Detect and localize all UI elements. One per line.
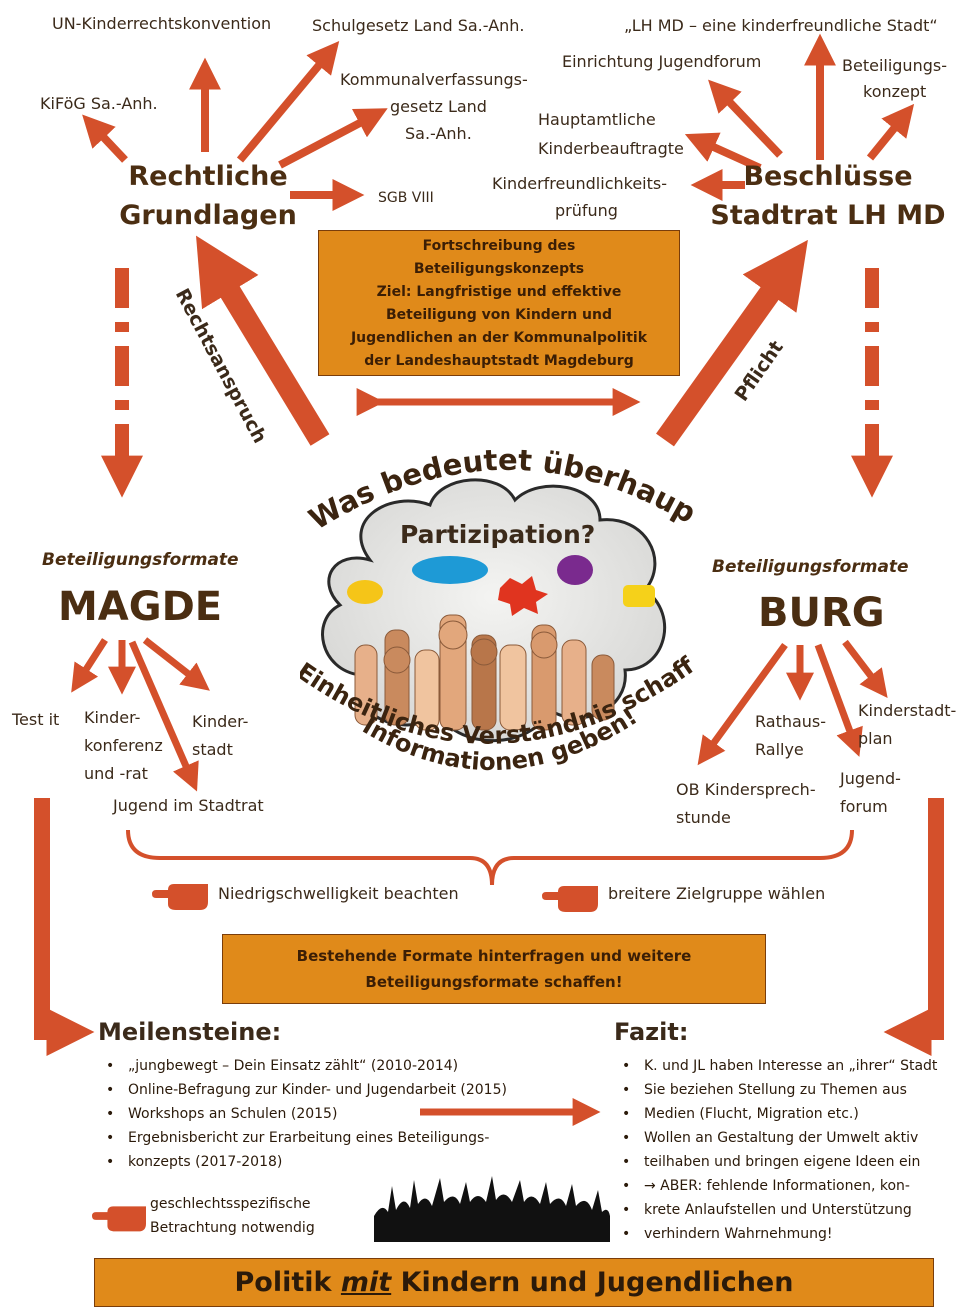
source-kommunal-line2: gesetz Land: [390, 97, 487, 116]
fazit-item-cont: teilhaben und bringen eigene Ideen ein: [614, 1150, 969, 1174]
milestone-item: Ergebnisbericht zur Erarbeitung eines Be…: [98, 1126, 568, 1150]
source-kommunal-line3: Sa.-Anh.: [405, 124, 472, 143]
fazit-item: Wollen an Gestaltung der Umwelt aktiv: [614, 1126, 969, 1150]
footer-suffix: Kindern und Jugendlichen: [400, 1267, 794, 1298]
arrow-to-stadt: [142, 637, 210, 691]
fazit-item-cont: Medien (Flucht, Migration etc.): [614, 1102, 969, 1126]
burg-plan: Kinderstadt- plan: [858, 701, 957, 748]
arrow-to-beauftragte: [684, 132, 762, 172]
fazit-item: Sie beziehen Stellung zu Themen aus: [614, 1078, 969, 1102]
arrow-to-test: [71, 638, 108, 693]
participation-cloud: Was bedeutet überhaupt ... Einheitliches…: [300, 420, 700, 776]
council-konzept-line1: Beteiligungs-: [842, 56, 947, 75]
milestones-title: Meilensteine:: [98, 1018, 282, 1046]
source-un: UN-Kinderrechtskonvention: [52, 14, 272, 33]
fazit-item: K. und JL haben Interesse an „ihrer“ Sta…: [614, 1054, 969, 1078]
note-breitere-zielgruppe: breitere Zielgruppe wählen: [608, 884, 826, 903]
magde-label: Beteiligungsformate: [42, 550, 239, 570]
arrow-pflicht: [656, 239, 808, 447]
arrow-rechtsanspruch: [196, 235, 330, 446]
council-beauftragte-line1: Hauptamtliche: [538, 110, 656, 129]
arrow-to-kifoeg: [82, 114, 128, 163]
arrow-to-konzept: [866, 103, 915, 161]
magde-stadt: Kinder- stadt: [192, 712, 249, 759]
magde-test: Test it: [12, 710, 60, 729]
concept-box: Fortschreibung des Beteiligungskonzepts …: [318, 230, 680, 376]
arrow-to-jugend: [128, 640, 199, 792]
arrow-to-meilensteine: [34, 798, 95, 1056]
burg-forum: Jugend- forum: [840, 769, 901, 816]
cloud-title: Partizipation?: [400, 520, 596, 549]
arrow-to-fazit: [883, 798, 944, 1056]
arrow-to-jugendforum: [708, 79, 783, 158]
fazit-title: Fazit:: [614, 1018, 689, 1046]
speech-bubbles-icon: [347, 555, 655, 616]
council-title: Beschlüsse Stadtrat LH MD: [710, 161, 946, 231]
milestones-list: „jungbewegt – Dein Einsatz zählt“ (2010-…: [98, 1054, 568, 1174]
magde-name: MAGDE: [58, 584, 223, 630]
milestone-item: Workshops an Schulen (2015): [98, 1102, 568, 1126]
council-pruefung-line2: prüfung: [555, 201, 618, 220]
footer-emphasis: mit: [340, 1267, 392, 1298]
arrow-to-kommunal: [278, 108, 388, 169]
legal-title: Rechtliche Grundlagen: [119, 161, 297, 231]
arrow-to-schulgesetz: [236, 40, 340, 163]
fazit-item-cont: krete Anlaufstellen und Unterstützung: [614, 1198, 969, 1222]
pointing-hand-icon-2: [542, 886, 598, 912]
council-pruefung-line1: Kinderfreundlichkeits-: [492, 174, 667, 193]
magde-jugend: Jugend im Stadtrat: [113, 796, 264, 815]
crowd-silhouette-icon: [374, 1176, 610, 1242]
arrow-to-ob: [697, 642, 788, 766]
pointing-hand-icon-3: [92, 1206, 146, 1232]
source-schulgesetz: Schulgesetz Land Sa.-Anh.: [312, 16, 525, 35]
council-konzept-line2: konzept: [863, 82, 927, 101]
note-niedrigschwelligkeit: Niedrigschwelligkeit beachten: [218, 884, 459, 903]
burg-label: Beteiligungsformate: [712, 557, 909, 577]
council-kinderfreundlich: „LH MD – eine kinderfreundliche Stadt“: [624, 16, 938, 35]
fazit-list: K. und JL haben Interesse an „ihrer“ Sta…: [614, 1054, 969, 1246]
note-geschlecht: geschlechtsspezifische Betrachtung notwe…: [150, 1196, 315, 1236]
milestone-item: „jungbewegt – Dein Einsatz zählt“ (2010-…: [98, 1054, 568, 1078]
fazit-item: → ABER: fehlende Informationen, kon-: [614, 1174, 969, 1198]
council-beauftragte-line2: Kinderbeauftragte: [538, 139, 684, 158]
burg-name: BURG: [758, 590, 885, 636]
brace: [126, 829, 854, 886]
milestone-item: Online-Befragung zur Kinder- und Jugenda…: [98, 1078, 568, 1102]
magde-konferenz: Kinder- konferenz und -rat: [84, 708, 163, 783]
source-kifoeg: KiFöG Sa.-Anh.: [40, 94, 158, 113]
footer-prefix: Politik: [234, 1267, 332, 1298]
formats-box: Bestehende Formate hinterfragen und weit…: [222, 934, 766, 1004]
pointing-hand-icon: [152, 884, 208, 910]
source-sgb: SGB VIII: [378, 190, 434, 206]
burg-rallye: Rathaus- Rallye: [755, 712, 827, 759]
source-kommunal-line1: Kommunalverfassungs-: [340, 70, 528, 89]
council-jugendforum: Einrichtung Jugendforum: [562, 52, 762, 71]
burg-ob: OB Kindersprech- stunde: [676, 780, 816, 827]
milestone-item-cont: konzepts (2017-2018): [98, 1150, 568, 1174]
footer-banner: Politik mit Kindern und Jugendlichen: [94, 1258, 934, 1307]
raised-hands-icon: [354, 614, 615, 731]
fazit-item-cont: verhindern Wahrnehmung!: [614, 1222, 969, 1246]
arrow-to-forum: [814, 643, 863, 757]
arrow-to-plan: [842, 639, 888, 699]
